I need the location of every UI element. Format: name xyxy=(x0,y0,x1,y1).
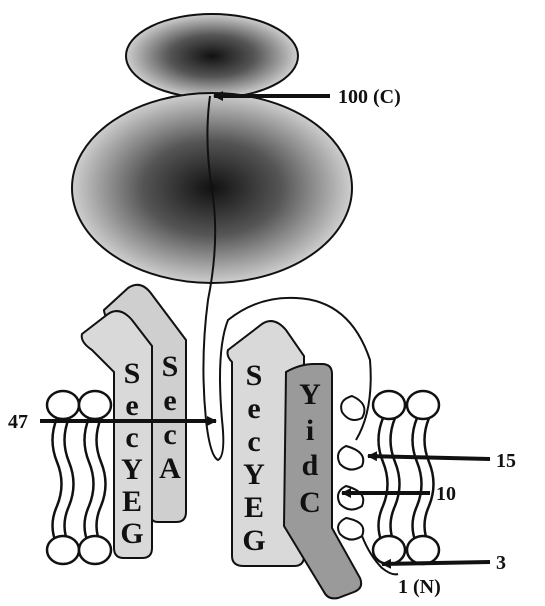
secyeg-left-letter: G xyxy=(120,517,143,550)
seca-letter: e xyxy=(163,384,176,417)
secyeg-right-letter: G xyxy=(242,524,265,557)
secyeg-right-letter: S xyxy=(246,359,263,392)
label-residue-47: 47 xyxy=(8,411,28,433)
secyeg-right-letter: e xyxy=(247,392,260,425)
secyeg-left-letter: e xyxy=(125,389,138,422)
label-n-terminus: 1 (N) xyxy=(398,576,441,598)
yidc-letter: d xyxy=(302,449,319,482)
lipid-bilayer-right xyxy=(373,391,439,564)
arrow-3 xyxy=(382,562,490,564)
secyeg-left-letter: S xyxy=(124,357,141,390)
label-residue-15: 15 xyxy=(496,450,516,472)
secyeg-left-letter: c xyxy=(125,421,138,454)
secyeg-left-letters: S e c Y E G xyxy=(120,357,143,550)
ribosome-small-subunit xyxy=(126,14,298,98)
secyeg-left-letter: E xyxy=(122,485,142,518)
label-c-terminus: 100 (C) xyxy=(338,86,401,108)
label-residue-3: 3 xyxy=(496,552,506,574)
yidc-letter: C xyxy=(299,486,321,519)
yidc-letter: i xyxy=(306,414,314,447)
secyeg-left-letter: Y xyxy=(121,453,143,486)
seca-letter: S xyxy=(162,350,179,383)
yidc-letter: Y xyxy=(299,378,321,411)
secyeg-right-letters: S e c Y E G xyxy=(242,359,265,557)
lipid-bilayer-left xyxy=(47,391,111,564)
secyeg-right-letter: E xyxy=(244,491,264,524)
secyeg-right-letter: Y xyxy=(243,458,265,491)
arrow-15 xyxy=(368,456,490,459)
yidc-letters: Y i d C xyxy=(299,378,321,519)
seca-letter: A xyxy=(159,452,181,485)
label-residue-10: 10 xyxy=(436,483,456,505)
secyeg-right-letter: c xyxy=(247,425,260,458)
